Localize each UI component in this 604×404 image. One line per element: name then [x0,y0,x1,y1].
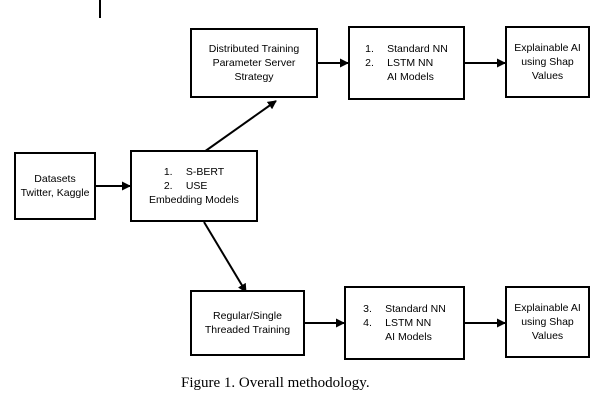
box-models-bottom: 3. Standard NN 4. LSTM NN AI Models [344,286,465,360]
distributed-line-3: Strategy [234,71,274,83]
models-top-item-3: AI Models [365,70,448,84]
embedding-line-3: Embedding Models [149,194,239,206]
regular-line-1: Regular/Single [213,310,282,322]
explain-bottom-line-2: using Shap [521,316,574,328]
embedding-list: 1. S-BERT 2. USE [164,165,224,193]
datasets-line-1: Datasets [34,173,76,185]
models-top-item-1-label: Standard NN [387,43,448,55]
models-bottom-item-1-label: Standard NN [385,303,446,315]
models-top-item-2-label: LSTM NN [387,57,434,69]
models-bottom-item-3: AI Models [363,330,446,344]
models-bottom-item-2-label: LSTM NN [385,317,432,329]
embedding-item-1-number: 1. [163,166,173,178]
box-explainable-ai-top: Explainable AI using Shap Values [505,26,590,98]
models-bottom-spacer [363,330,385,344]
models-bottom-item-2: 4. LSTM NN [363,316,446,330]
embedding-item-2-number: 2. [163,180,173,192]
models-bottom-list: 3. Standard NN 4. LSTM NN AI Models [363,302,446,344]
explain-bottom-line-3: Values [531,330,564,342]
explain-top-line-1: Explainable AI [514,42,581,54]
embedding-item-2-label: USE [185,180,208,192]
models-top-line-3: AI Models [387,71,434,83]
explain-bottom-line-1: Explainable AI [514,302,581,314]
distributed-line-2: Parameter Server [212,57,296,69]
embedding-item-2: 2. USE [164,179,224,193]
models-top-item-1-number: 1. [365,43,374,55]
models-bottom-item-2-number: 4. [363,317,372,329]
page-margin-tick [99,0,101,18]
models-top-spacer [365,70,387,84]
box-distributed-training: Distributed Training Parameter Server St… [190,28,318,98]
explain-top-line-3: Values [531,70,564,82]
models-bottom-item-1: 3. Standard NN [363,302,446,316]
box-regular-training: Regular/Single Threaded Training [190,290,305,356]
box-datasets: Datasets Twitter, Kaggle [14,152,96,220]
models-bottom-line-3: AI Models [385,331,432,343]
embedding-item-1-label: S-BERT [185,166,225,178]
models-top-item-1: 1. Standard NN [365,42,448,56]
box-explainable-ai-bottom: Explainable AI using Shap Values [505,286,590,358]
regular-line-2: Threaded Training [204,324,291,336]
figure-caption: Figure 1. Overall methodology. [181,375,370,391]
box-models-top: 1. Standard NN 2. LSTM NN AI Models [348,26,465,100]
embedding-item-1: 1. S-BERT [164,165,224,179]
explain-top-line-2: using Shap [521,56,574,68]
box-embedding-models: 1. S-BERT 2. USE Embedding Models [130,150,258,222]
datasets-line-2: Twitter, Kaggle [20,187,90,199]
distributed-line-1: Distributed Training [208,43,300,55]
models-top-list: 1. Standard NN 2. LSTM NN AI Models [365,42,448,84]
models-top-item-2-number: 2. [365,57,374,69]
models-top-item-2: 2. LSTM NN [365,56,448,70]
models-bottom-item-1-number: 3. [363,303,372,315]
